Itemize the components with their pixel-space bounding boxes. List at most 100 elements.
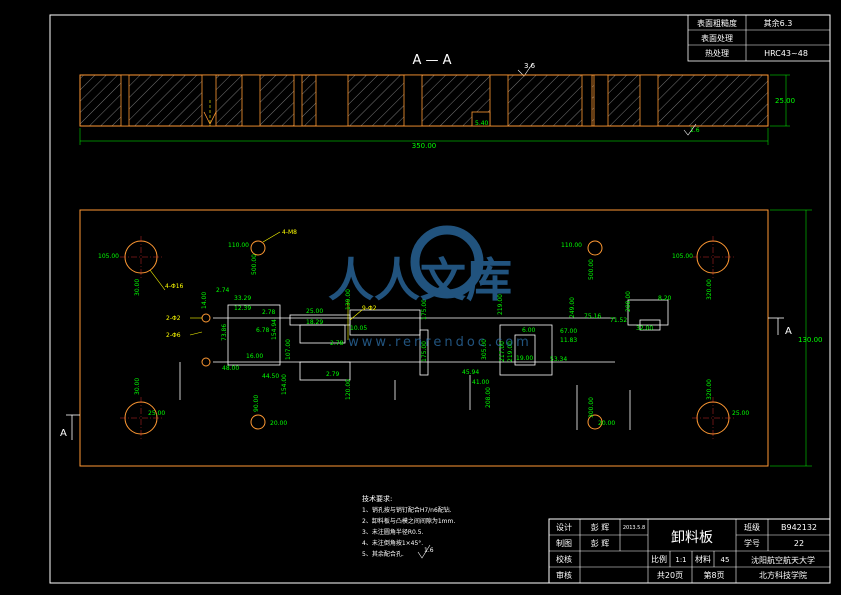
section-view: A — A 3.6 5.40 350.00 25.00 1. <box>79 53 795 150</box>
section-dim-length: 350.00 <box>412 142 437 150</box>
dim-label: 4-Φ16 <box>165 283 184 290</box>
tb-design-name: 彭 辉 <box>591 522 610 532</box>
dim-label: 67.00 <box>560 328 577 335</box>
header-label-heat: 热处理 <box>705 48 729 58</box>
tech-title: 技术要求: <box>362 494 392 503</box>
tech-requirements: 技术要求: 1、销孔按与销钉配合H7/n6配钻. 2、卸料板与凸模之间间隙为1m… <box>362 494 455 559</box>
dim-label: 500.00 <box>588 259 595 280</box>
section-slot-dim: 5.40 <box>475 120 489 127</box>
dim-label: 10.05 <box>350 325 367 332</box>
dim-label: 33.29 <box>234 295 251 302</box>
dim-label: 139.00 <box>345 289 352 310</box>
dim-label: 320.00 <box>706 279 713 300</box>
tb-id-label: 学号 <box>744 538 760 548</box>
tb-school-1: 沈阳航空航天大学 <box>751 555 815 565</box>
tb-material-value: 45 <box>721 556 730 564</box>
tb-scale-value: 1:1 <box>675 556 686 564</box>
dim-label: 9-Φ2 <box>362 305 377 312</box>
tb-class-label: 班级 <box>744 522 760 532</box>
dim-label: 105.00 <box>672 253 693 260</box>
tb-part-name: 卸料板 <box>671 530 713 546</box>
dim-label: 44.50 <box>262 373 279 380</box>
tech-item: 2、卸料板与凸模之间间隙为1mm. <box>362 517 455 525</box>
plan-outline <box>79 209 769 467</box>
tb-check-label: 校核 <box>556 554 572 564</box>
dim-label: 19.00 <box>516 355 533 362</box>
dim-label: 107.00 <box>285 339 292 360</box>
dim-label: 175.00 <box>421 299 428 320</box>
dim-label: 8.20 <box>658 295 672 302</box>
tb-design-date: 2013.5.8 <box>623 525 645 531</box>
section-title: A — A <box>412 53 451 68</box>
dim-label: 175.00 <box>421 341 428 362</box>
dim-label: 41.00 <box>472 379 489 386</box>
dim-label: 30.00 <box>134 279 141 296</box>
section-mark-left: A <box>60 428 67 439</box>
tb-drawing-label: 制图 <box>556 538 572 548</box>
tb-design-label: 设计 <box>556 522 572 532</box>
dim-label: 30.00 <box>134 378 141 395</box>
tb-school-2: 北方科技学院 <box>759 570 807 580</box>
dim-label: 71.52 <box>610 317 627 324</box>
dim-label: 2.78 <box>330 340 344 347</box>
dim-label: 2.79 <box>326 371 340 378</box>
tech-roughness: 1.6 <box>424 547 434 554</box>
section-mark-right: A <box>785 326 792 337</box>
dim-label: 25.00 <box>306 308 323 315</box>
section-roughness-bottom: 1.6 <box>690 127 700 134</box>
dim-label: 25.00 <box>148 410 165 417</box>
watermark-brand: 人人文库 <box>328 253 512 307</box>
dim-label: 120.00 <box>345 379 352 400</box>
dim-label: 18.29 <box>306 319 323 326</box>
dim-label: 2.74 <box>216 287 230 294</box>
dim-label: 2-Φ2 <box>166 315 181 322</box>
header-label-roughness: 表面粗糙度 <box>697 18 737 28</box>
tb-material-label: 材料 <box>695 554 711 564</box>
dim-label: 219.00 <box>497 294 504 315</box>
dim-label: 20.00 <box>270 420 287 427</box>
dim-label: 2.78 <box>262 309 276 316</box>
header-table: 表面粗糙度 其余6.3 表面处理 热处理 HRC43~48 <box>687 14 831 62</box>
header-value-roughness: 其余6.3 <box>764 18 793 28</box>
plan-dim-height: 130.00 <box>798 336 823 344</box>
dim-label: 11.83 <box>560 337 577 344</box>
dim-label: 48.00 <box>222 365 239 372</box>
dim-label: 219.00 <box>507 341 514 362</box>
dim-label: 20.00 <box>598 420 615 427</box>
plan-view: A A 130.00 <box>60 209 823 467</box>
dim-label: 105.00 <box>98 253 119 260</box>
dim-label: 25.00 <box>732 410 749 417</box>
plan-dimensions: 105.00 105.00 30.00 320.00 4-Φ16 110.00 … <box>98 229 749 427</box>
dim-label: 6.78 <box>256 327 270 334</box>
dim-label: 154.00 <box>281 374 288 395</box>
dim-label: 90.00 <box>253 395 260 412</box>
tech-item: 3、未注圆角半径R0.5. <box>362 528 424 536</box>
dim-label: 154.94 <box>271 319 278 340</box>
drawing-frame <box>49 14 831 584</box>
header-value-heat: HRC43~48 <box>764 49 808 58</box>
dim-label: 53.34 <box>550 356 567 363</box>
tb-drawing-name: 彭 辉 <box>591 538 610 548</box>
dim-label: 32.00 <box>636 325 653 332</box>
tb-id-value: 22 <box>794 539 804 548</box>
dim-label: 16.00 <box>246 353 263 360</box>
section-roughness-top: 3.6 <box>524 62 536 70</box>
dim-label: 500.00 <box>251 254 258 275</box>
tech-item: 5、其余配合孔. <box>362 550 404 558</box>
tb-page-no: 第8页 <box>703 570 724 580</box>
dim-label: 73.86 <box>221 324 228 341</box>
dim-label: 6.00 <box>522 327 536 334</box>
dim-label: 4-M8 <box>282 229 297 236</box>
dim-label: 110.00 <box>561 242 582 249</box>
tb-approve-label: 审核 <box>556 570 572 580</box>
dim-label: 320.00 <box>706 379 713 400</box>
tech-item: 4、未注倒角按1×45°. <box>362 539 423 547</box>
dim-label: 217.00 <box>499 341 506 362</box>
dim-label: 12.39 <box>234 305 251 312</box>
dim-label: 300.00 <box>588 397 595 418</box>
tb-class-value: B942132 <box>781 523 817 532</box>
dim-label: 75.16 <box>584 313 601 320</box>
dim-label: 14.00 <box>201 292 208 309</box>
dim-label: 200.00 <box>625 291 632 312</box>
dim-label: 110.00 <box>228 242 249 249</box>
